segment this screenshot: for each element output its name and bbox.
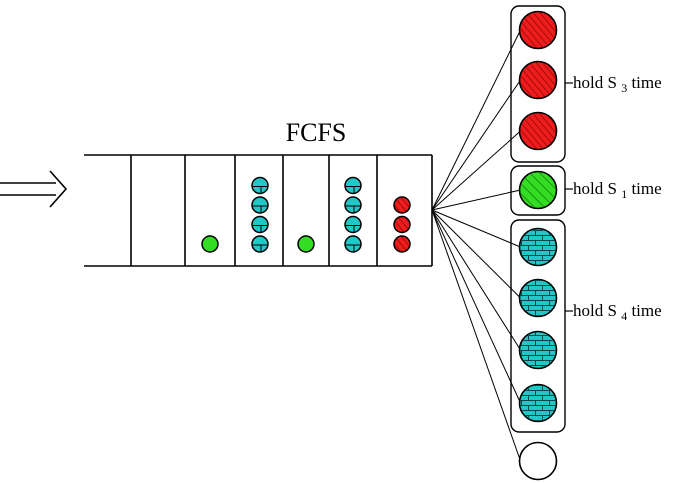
hold-label: hold S 1 time <box>573 179 662 201</box>
dispatch-lines <box>431 29 521 462</box>
red-server <box>518 111 558 151</box>
dispatch-line <box>431 209 521 299</box>
cyan-job <box>251 235 269 253</box>
server-group-box <box>510 219 566 433</box>
cyan-server <box>518 227 558 267</box>
server-group-s1: hold S 1 time <box>510 165 662 216</box>
server-group-box <box>510 165 566 216</box>
cyan-job <box>251 196 269 214</box>
hold-label: hold S 4 time <box>573 301 662 323</box>
red-job <box>393 235 411 253</box>
hold-label: hold S 3 time <box>573 73 662 95</box>
green-job <box>297 235 315 253</box>
cyan-job <box>344 176 362 195</box>
red-job <box>393 196 411 214</box>
queue-slot-3 <box>251 176 269 253</box>
server-group-s4: hold S 4 time <box>510 219 662 433</box>
queue-slot-2 <box>201 235 219 253</box>
green-job <box>201 235 219 253</box>
queue-slot-6 <box>393 196 411 253</box>
server-group-s3: hold S 3 time <box>510 5 662 163</box>
queue-slot-4 <box>297 235 315 253</box>
cyan-job <box>344 196 362 214</box>
dispatch-line <box>431 130 521 211</box>
double-right-arrow-icon <box>0 170 68 208</box>
dispatch-line <box>431 209 521 462</box>
dispatch-line <box>431 189 521 211</box>
idle-server <box>518 441 558 481</box>
dispatch-line <box>431 209 521 351</box>
dispatch-line <box>431 209 521 404</box>
cyan-job <box>251 215 269 234</box>
server-pool: hold S 3 time hold S 1 time hold S 4 time <box>510 5 662 481</box>
cyan-server <box>518 278 558 318</box>
cyan-server <box>518 383 558 423</box>
cyan-server <box>518 330 558 370</box>
dispatch-line <box>431 209 521 248</box>
cyan-job <box>251 176 269 195</box>
cyan-job <box>344 215 362 234</box>
queue-title: FCFS <box>286 118 347 147</box>
green-server <box>518 170 558 210</box>
red-job <box>393 215 411 234</box>
queue-buffer <box>84 154 433 267</box>
dispatch-line <box>431 29 521 211</box>
server-group-box <box>510 5 566 163</box>
queue-slot-5 <box>344 176 362 253</box>
red-server <box>518 60 558 100</box>
red-server <box>518 10 558 50</box>
dispatch-line <box>431 79 521 211</box>
cyan-job <box>344 235 362 253</box>
